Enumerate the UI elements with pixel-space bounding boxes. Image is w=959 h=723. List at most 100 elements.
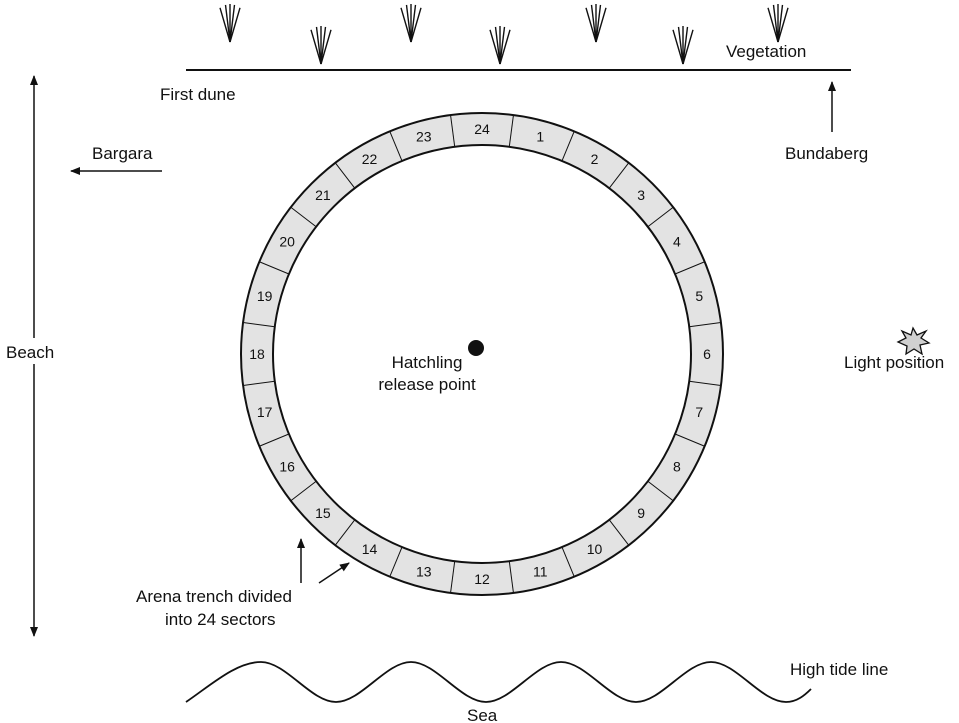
vegetation-blade bbox=[224, 4, 231, 43]
vegetation-blade bbox=[410, 4, 417, 43]
vegetation-blade bbox=[767, 7, 779, 43]
sector-divider bbox=[674, 261, 705, 275]
sector-label-1: 1 bbox=[536, 129, 544, 145]
vegetation-blade bbox=[677, 26, 684, 65]
light-position-label: Light position bbox=[844, 353, 944, 372]
sector-label-21: 21 bbox=[315, 187, 331, 203]
vegetation-blade bbox=[489, 29, 501, 65]
sector-divider bbox=[334, 162, 356, 189]
vegetation-blade bbox=[772, 4, 779, 43]
vegetation-blade bbox=[410, 7, 422, 43]
sector-label-10: 10 bbox=[587, 541, 603, 557]
sector-label-11: 11 bbox=[533, 563, 548, 579]
light-burst-icon bbox=[896, 326, 931, 356]
vegetation-tuft-icon bbox=[219, 4, 241, 43]
vegetation-blade bbox=[320, 26, 327, 65]
vegetation-tuft-icon bbox=[310, 26, 332, 65]
vegetation-blade bbox=[499, 26, 506, 65]
sector-divider bbox=[689, 322, 722, 328]
high-tide-label: High tide line bbox=[790, 660, 888, 679]
vegetation-blade bbox=[682, 26, 689, 65]
sector-label-20: 20 bbox=[279, 234, 295, 250]
sector-label-14: 14 bbox=[362, 541, 378, 557]
vegetation-blade bbox=[310, 29, 322, 65]
bargara-label: Bargara bbox=[92, 144, 153, 163]
trench-label-line1: Arena trench divided bbox=[136, 587, 292, 606]
sector-divider bbox=[389, 131, 403, 162]
sector-divider bbox=[647, 206, 674, 228]
vegetation-blade bbox=[777, 4, 784, 43]
sector-label-23: 23 bbox=[416, 129, 432, 145]
sector-label-6: 6 bbox=[703, 346, 711, 362]
sector-divider bbox=[259, 261, 290, 275]
vegetation-tuft-icon bbox=[585, 4, 607, 43]
vegetation-blade bbox=[682, 29, 694, 65]
vegetation-blade bbox=[585, 7, 597, 43]
high-tide-wave bbox=[185, 661, 812, 703]
vegetation-tuft-icon bbox=[767, 4, 789, 43]
vegetation-blade bbox=[499, 29, 511, 65]
sector-label-24: 24 bbox=[474, 121, 490, 137]
arena-inner-circle bbox=[272, 144, 692, 564]
vegetation-blade bbox=[494, 26, 501, 65]
sector-label-2: 2 bbox=[591, 151, 599, 167]
release-point-dot bbox=[468, 340, 484, 356]
sector-label-12: 12 bbox=[474, 571, 490, 587]
vegetation-blade bbox=[229, 4, 236, 43]
vegetation-blade bbox=[672, 29, 684, 65]
sector-divider bbox=[450, 114, 456, 147]
sector-label-18: 18 bbox=[249, 346, 265, 362]
vegetation-blade bbox=[320, 29, 332, 65]
release-point-label-line1: Hatchling bbox=[392, 353, 463, 372]
sector-divider bbox=[561, 131, 575, 162]
vegetation-blade bbox=[777, 7, 789, 43]
sector-divider bbox=[290, 480, 317, 502]
sector-divider bbox=[334, 519, 356, 546]
vegetation-blade bbox=[229, 7, 241, 43]
sector-divider bbox=[259, 433, 290, 447]
sector-divider bbox=[450, 561, 456, 594]
vegetation-blade bbox=[405, 4, 412, 43]
vegetation-blade bbox=[400, 7, 412, 43]
sector-divider bbox=[290, 206, 317, 228]
sector-label-9: 9 bbox=[637, 505, 645, 521]
sector-label-8: 8 bbox=[673, 459, 681, 475]
release-point-label-line2: release point bbox=[378, 375, 476, 394]
vegetation-blade bbox=[595, 4, 602, 43]
vegetation-label: Vegetation bbox=[726, 42, 806, 61]
sector-label-13: 13 bbox=[416, 563, 432, 579]
sector-divider bbox=[242, 322, 275, 328]
beach-label: Beach bbox=[6, 343, 54, 362]
sector-label-3: 3 bbox=[637, 187, 645, 203]
trench-arrow-diagonal bbox=[318, 562, 350, 584]
sector-divider bbox=[608, 162, 630, 189]
vegetation-blade bbox=[595, 7, 607, 43]
sector-divider bbox=[561, 546, 575, 577]
sector-label-16: 16 bbox=[279, 459, 295, 475]
sector-divider bbox=[674, 433, 705, 447]
sea-label: Sea bbox=[467, 706, 498, 723]
sector-divider bbox=[508, 561, 514, 594]
sector-label-7: 7 bbox=[695, 404, 703, 420]
sector-divider bbox=[508, 114, 514, 147]
sector-label-5: 5 bbox=[695, 288, 703, 304]
sector-dividers bbox=[242, 114, 722, 594]
bundaberg-label: Bundaberg bbox=[785, 144, 868, 163]
trench-label-line2: into 24 sectors bbox=[165, 610, 276, 629]
sector-divider bbox=[689, 380, 722, 386]
sector-label-22: 22 bbox=[362, 151, 378, 167]
sector-divider bbox=[242, 380, 275, 386]
vegetation-group bbox=[219, 4, 789, 65]
sector-divider bbox=[608, 519, 630, 546]
vegetation-blade bbox=[219, 7, 231, 43]
vegetation-blade bbox=[315, 26, 322, 65]
first-dune-label: First dune bbox=[160, 85, 236, 104]
vegetation-tuft-icon bbox=[489, 26, 511, 65]
vegetation-blade bbox=[590, 4, 597, 43]
sector-divider bbox=[389, 546, 403, 577]
sector-label-19: 19 bbox=[257, 288, 273, 304]
sector-label-4: 4 bbox=[673, 234, 681, 250]
